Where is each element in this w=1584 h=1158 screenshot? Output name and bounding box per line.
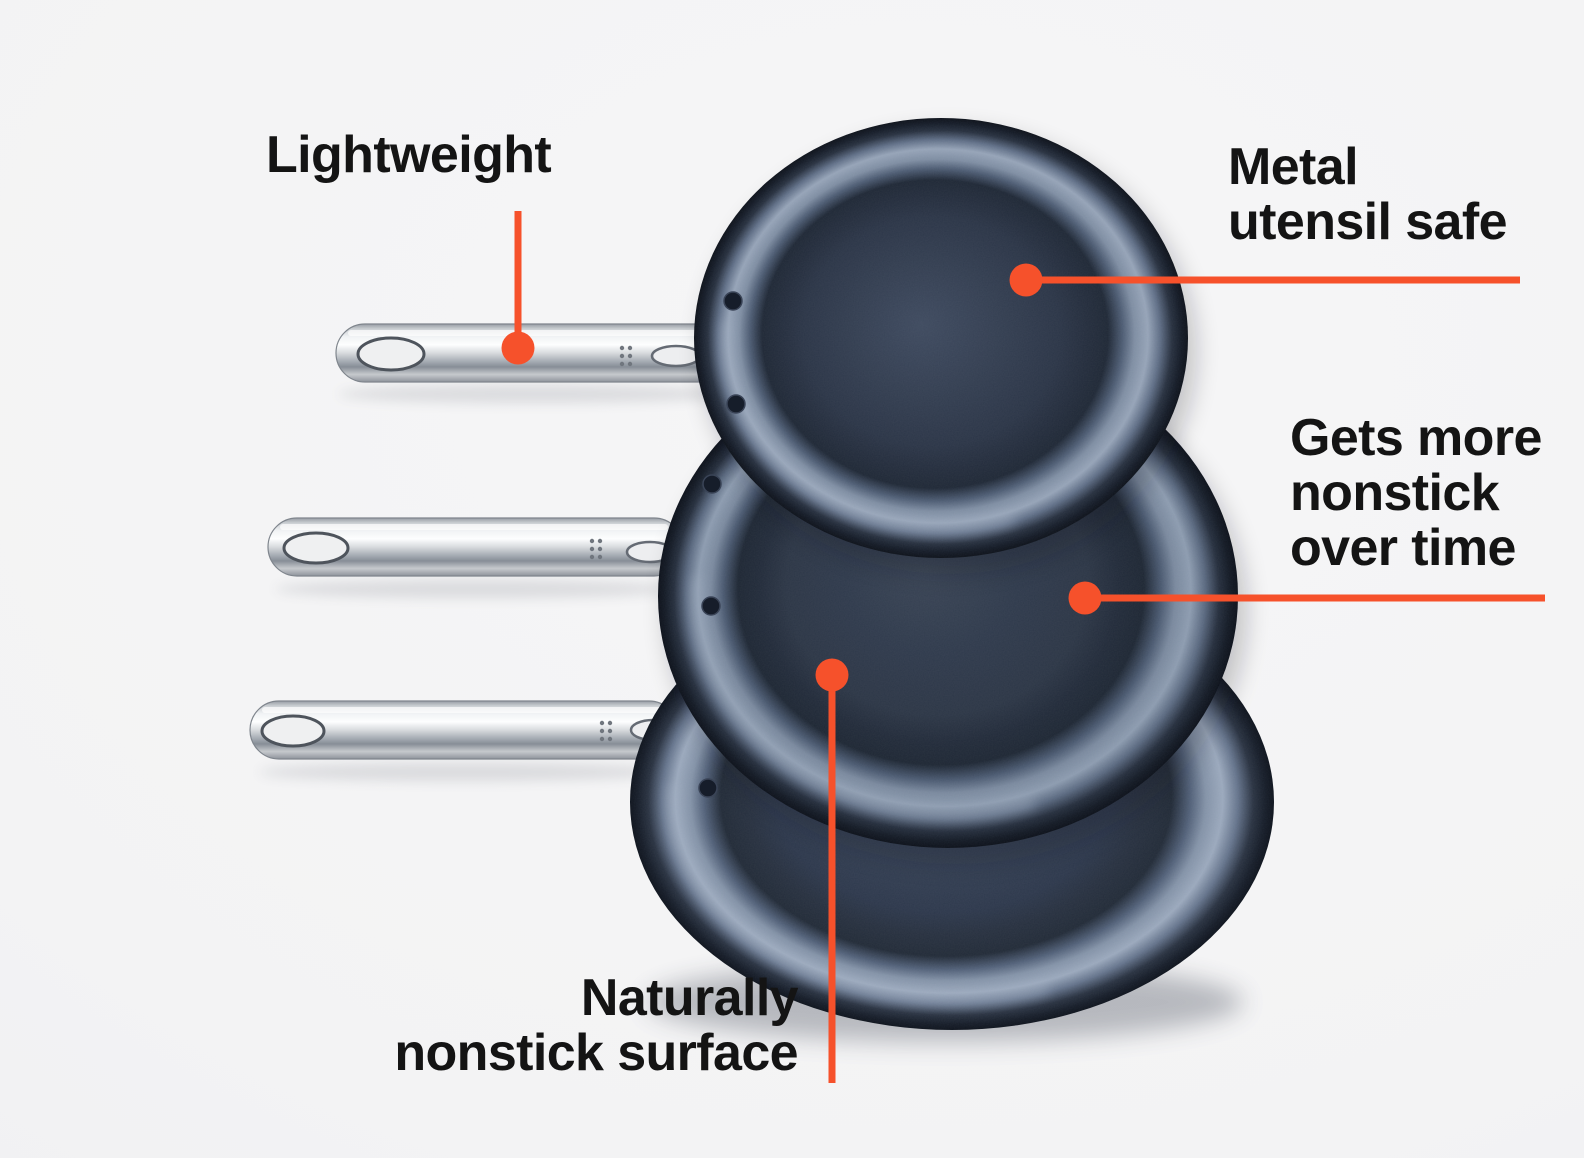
callout-gets-more-nonstick bbox=[1068, 581, 1545, 615]
handle-highlight bbox=[280, 524, 668, 530]
handle-hang-hole bbox=[282, 531, 350, 565]
pan-small bbox=[335, 118, 1196, 574]
pan-small-grain bbox=[694, 118, 1188, 558]
brand-stamp-icon bbox=[589, 538, 603, 560]
rivet bbox=[726, 394, 746, 414]
rivet bbox=[701, 596, 721, 616]
handle-hang-hole bbox=[260, 714, 326, 748]
pan-small-handle bbox=[335, 323, 733, 403]
pan-medium-handle bbox=[267, 517, 684, 598]
handle-highlight bbox=[262, 707, 662, 713]
callout-dot bbox=[1068, 581, 1102, 615]
callout-lightweight bbox=[501, 211, 535, 365]
handle-shadow bbox=[275, 580, 675, 598]
callout-dot bbox=[1009, 263, 1043, 297]
handle-shadow bbox=[259, 763, 669, 781]
rivet bbox=[702, 474, 722, 494]
gets-more-nonstick-label: Gets more nonstick over time bbox=[1290, 409, 1542, 577]
brand-stamp-icon bbox=[599, 720, 613, 742]
rivet bbox=[698, 778, 718, 798]
handle-highlight bbox=[348, 330, 716, 336]
callout-dot bbox=[501, 331, 535, 365]
metal-utensil-safe-label: Metal utensil safe bbox=[1228, 138, 1508, 251]
callout-naturally-nonstick bbox=[815, 658, 849, 1083]
brand-stamp-icon bbox=[619, 345, 633, 367]
lightweight-label: Lightweight bbox=[266, 126, 552, 184]
handle-slot bbox=[650, 344, 702, 368]
handle-hang-hole bbox=[356, 336, 426, 372]
handle-shadow bbox=[338, 385, 728, 403]
callout-metal-utensil-safe bbox=[1009, 263, 1520, 297]
naturally-nonstick-label: Naturally nonstick surface bbox=[394, 969, 798, 1082]
callout-dot bbox=[815, 658, 849, 692]
pan-large-handle bbox=[249, 700, 679, 781]
rivet bbox=[723, 291, 743, 311]
